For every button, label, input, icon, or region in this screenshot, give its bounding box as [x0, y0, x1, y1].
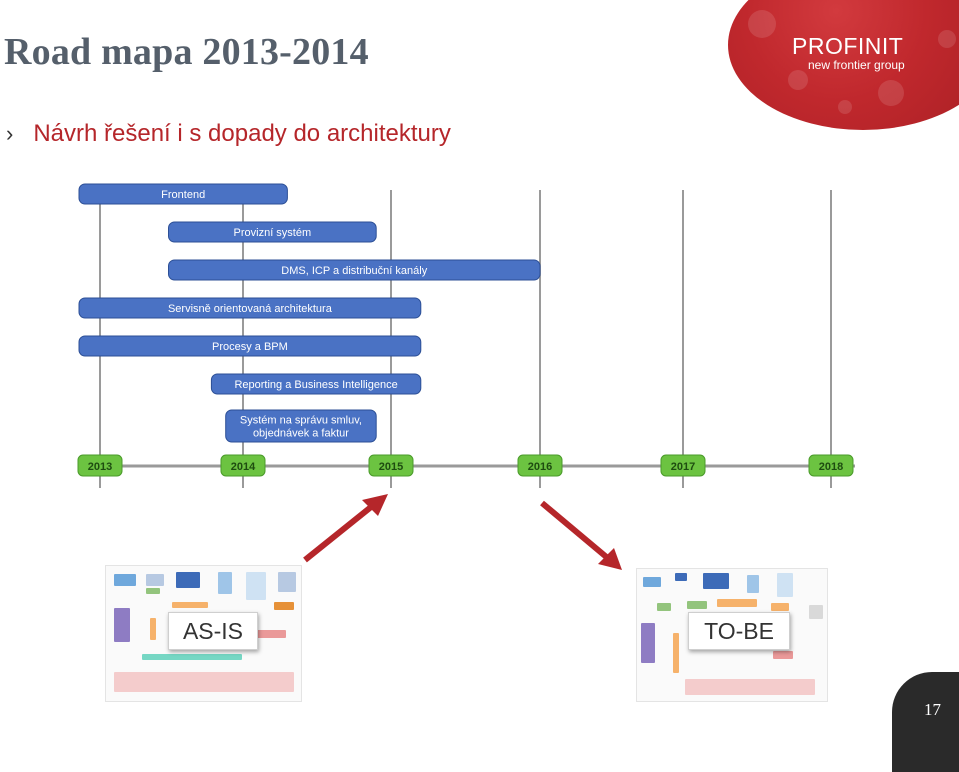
page-number: 17 [924, 700, 941, 720]
roadmap-bar-label: objednávek a faktur [253, 428, 349, 440]
year-label: 2016 [528, 461, 552, 473]
arrow-to-as-is [305, 503, 376, 560]
year-marker-2015: 2015 [369, 455, 413, 476]
roadmap-bar: DMS, ICP a distribuční kanály [169, 260, 541, 280]
roadmap-bar: Reporting a Business Intelligence [211, 374, 420, 394]
year-label: 2018 [819, 461, 843, 473]
year-marker-2017: 2017 [661, 455, 705, 476]
roadmap-bar-label: Provizní systém [234, 227, 312, 239]
as-is-label: AS-IS [168, 612, 258, 650]
roadmap-bar: Servisně orientovaná architektura [79, 298, 421, 318]
roadmap-bar-label: DMS, ICP a distribuční kanály [281, 265, 427, 277]
year-label: 2013 [88, 461, 112, 473]
roadmap-bar: Provizní systém [169, 222, 377, 242]
to-be-label: TO-BE [688, 612, 790, 650]
year-marker-2018: 2018 [809, 455, 853, 476]
year-marker-2013: 2013 [78, 455, 122, 476]
year-label: 2014 [231, 461, 256, 473]
roadmap-bar: Systém na správu smluv,objednávek a fakt… [226, 410, 377, 442]
roadmap-bar-label: Procesy a BPM [212, 341, 288, 353]
page-number-tab [892, 672, 959, 772]
roadmap-bar: Procesy a BPM [79, 336, 421, 356]
year-label: 2017 [671, 461, 695, 473]
year-marker-2016: 2016 [518, 455, 562, 476]
roadmap-bar: Frontend [79, 184, 287, 204]
year-label: 2015 [379, 461, 403, 473]
arrow-to-to-be [542, 503, 610, 560]
roadmap-bar-label: Systém na správu smluv, [240, 415, 362, 427]
roadmap-bar-label: Servisně orientovaná architektura [168, 303, 333, 315]
year-marker-2014: 2014 [221, 455, 265, 476]
roadmap-bar-label: Frontend [161, 189, 205, 201]
roadmap-bar-label: Reporting a Business Intelligence [234, 379, 397, 391]
